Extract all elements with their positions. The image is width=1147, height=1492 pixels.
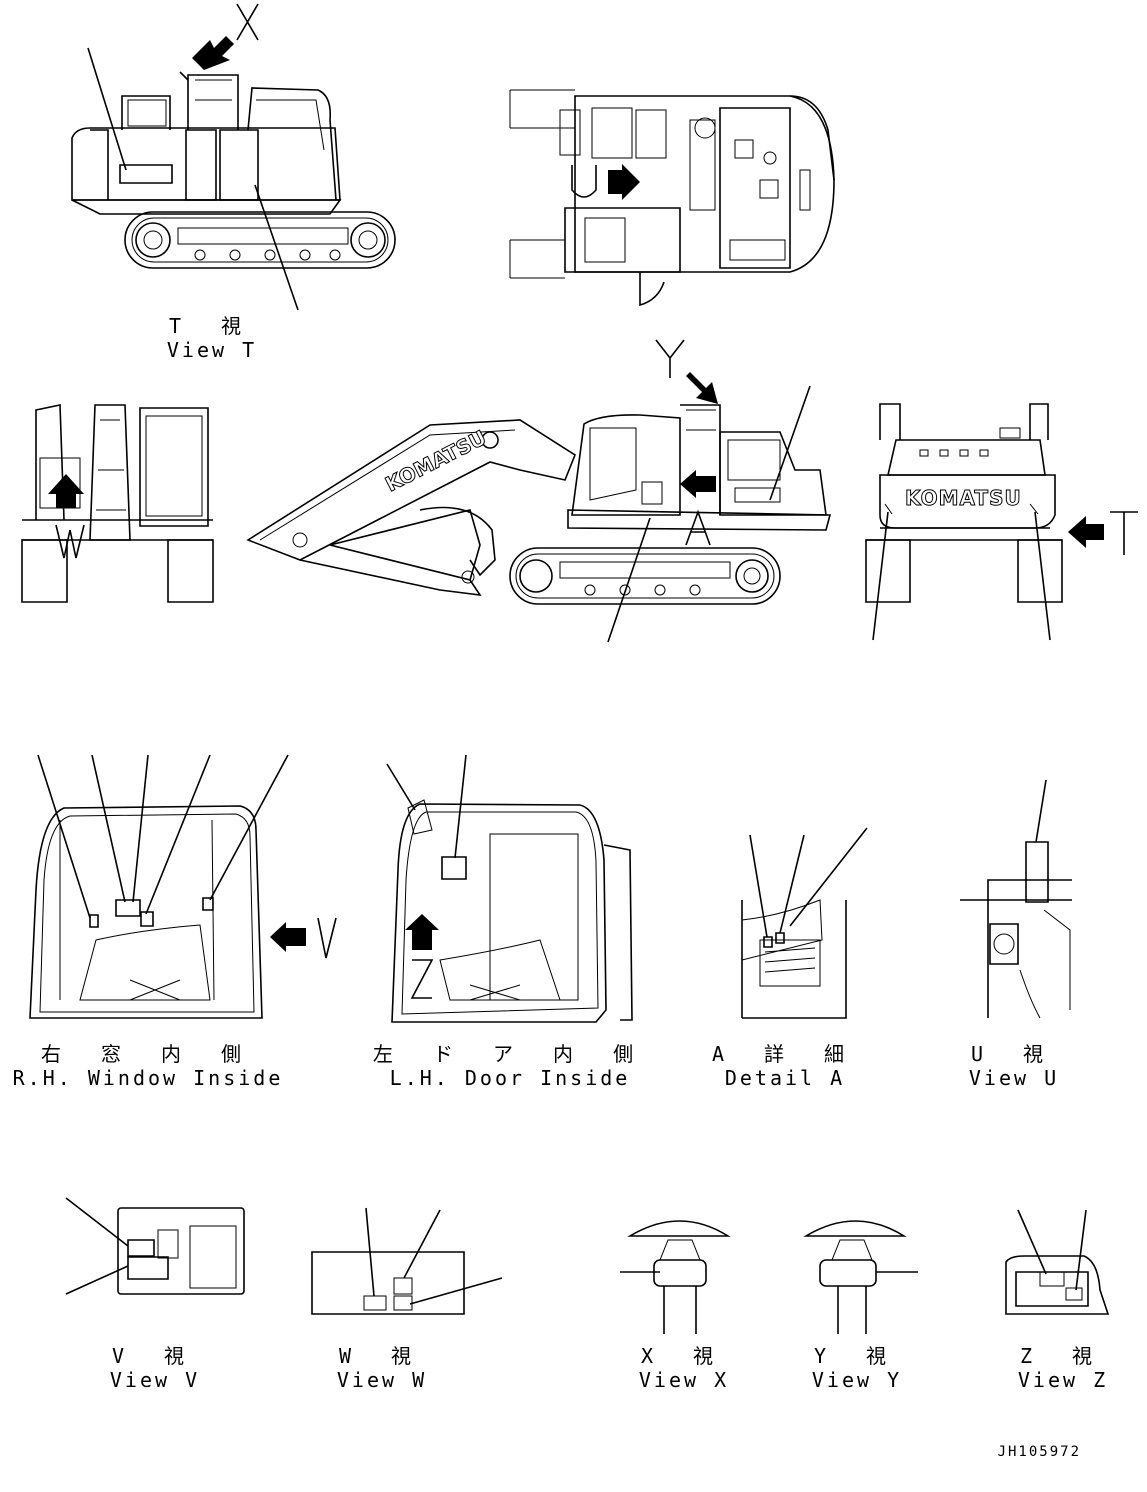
label-view-x-jp: X 視 [640,1344,728,1368]
label-lh-door-en: L.H. Door Inside [389,1066,631,1090]
label-view-z-jp: Z 視 [1019,1344,1107,1368]
drawing-code: JH105972 [997,1444,1081,1460]
rh-window-inside [30,755,336,1018]
label-view-u: U 視 View U [969,1042,1059,1090]
label-rh-window: 右 窓 内 側 R.H. Window Inside [13,1042,284,1090]
label-view-v: V 視 View V [110,1344,200,1392]
label-detail-a-jp: A 詳 細 [711,1042,859,1066]
label-view-t: T 視 View T [167,314,257,362]
label-view-u-en: View U [968,1066,1060,1090]
excavator-front-view [22,405,213,602]
lh-door-inside [387,755,632,1022]
label-view-y-en: View Y [811,1368,903,1392]
label-view-z-en: View Z [1017,1368,1109,1392]
label-detail-a-en: Detail A [724,1066,846,1090]
label-view-w: W 視 View W [337,1344,427,1392]
label-lh-door: 左 ド ア 内 側 L.H. Door Inside [373,1042,647,1090]
label-view-v-en: View V [109,1368,201,1392]
detail-a [742,828,867,1018]
label-view-w-jp: W 視 [338,1344,426,1368]
label-view-x-en: View X [638,1368,730,1392]
excavator-top-view [510,90,834,305]
rear-brand-text: KOMATSU [905,486,1022,510]
view-w [312,1208,502,1314]
label-view-u-jp: U 視 [970,1042,1058,1066]
view-z [1006,1210,1108,1314]
label-view-y-jp: Y 視 [813,1344,901,1368]
boom-brand-text: KOMATSU [381,425,490,496]
label-view-z: Z 視 View Z [1018,1344,1108,1392]
view-v [66,1198,244,1294]
view-y [806,1221,918,1334]
label-view-v-jp: V 視 [111,1344,199,1368]
label-view-y: Y 視 View Y [812,1344,902,1392]
excavator-rear-view: KOMATSU [866,404,1138,640]
label-view-t-en: View T [166,338,258,362]
view-u [960,780,1072,1018]
label-rh-window-en: R.H. Window Inside [12,1066,284,1090]
view-x [620,1221,728,1334]
label-detail-a: A 詳 細 Detail A [712,1042,858,1090]
label-lh-door-jp: 左 ド ア 内 側 [372,1042,648,1066]
label-rh-window-jp: 右 窓 内 側 [40,1042,256,1066]
excavator-main-view: KOMATSU [248,340,830,642]
excavator-side-view [72,4,395,310]
label-view-t-jp: T 視 [168,314,256,338]
label-view-w-en: View W [336,1368,428,1392]
label-view-x: X 視 View X [639,1344,729,1392]
